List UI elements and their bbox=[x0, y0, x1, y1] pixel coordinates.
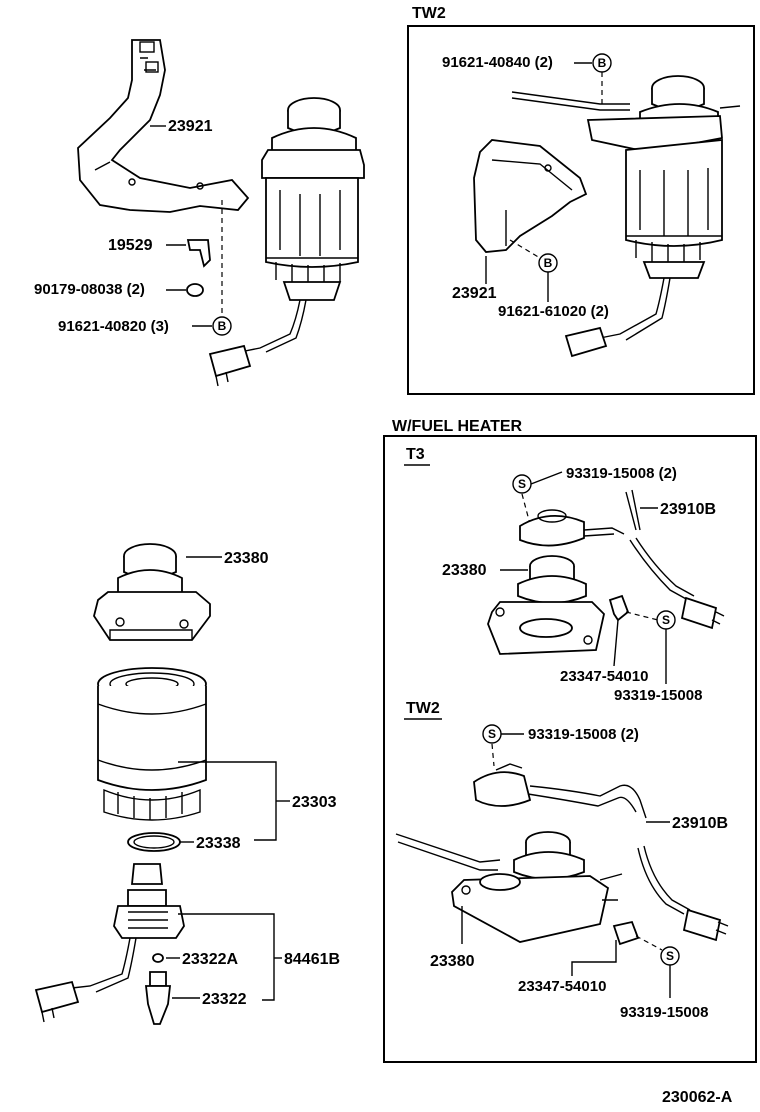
drain-plug-23322 bbox=[144, 971, 172, 1025]
label-23380: 23380 bbox=[224, 550, 269, 567]
label-tw2-91621-61020: 91621-61020 (2) bbox=[498, 303, 609, 320]
tw2h-s-symbol-bottom-text: S bbox=[666, 949, 674, 963]
filter-head-23380 bbox=[93, 543, 211, 641]
figure-code: 230062-A bbox=[662, 1089, 733, 1106]
leader-t3-23347 bbox=[613, 619, 619, 667]
heater-tw2 bbox=[473, 763, 729, 942]
bracket-84461B bbox=[178, 913, 275, 1001]
tw2-b-symbol-top-text: B bbox=[598, 56, 607, 70]
tw2h-s-symbol-top-text: S bbox=[488, 727, 496, 741]
filter-element-23303 bbox=[97, 667, 207, 821]
label-91621-40820: 91621-40820 (3) bbox=[58, 318, 169, 335]
label-tw2-91621-40840: 91621-40840 (2) bbox=[442, 54, 553, 71]
label-tw2h-93319-2: 93319-15008 (2) bbox=[528, 726, 639, 743]
label-23338: 23338 bbox=[196, 835, 241, 852]
fuel-heater-box bbox=[383, 435, 757, 1063]
label-t3-93319-2: 93319-15008 (2) bbox=[566, 465, 677, 482]
fuel-filter-assembly-tw2 bbox=[511, 75, 741, 358]
dash-line-t3-sensor bbox=[625, 611, 659, 621]
label-t3-93319: 93319-15008 bbox=[614, 687, 702, 704]
label-tw2h-23380: 23380 bbox=[430, 953, 475, 970]
t3-s-symbol-bottom-text: S bbox=[662, 613, 670, 627]
dash-line-tw2h-top bbox=[491, 743, 495, 767]
label-84461B: 84461B bbox=[284, 951, 340, 968]
section-tw2-heater-title: TW2 bbox=[406, 700, 440, 717]
label-t3-23347: 23347-54010 bbox=[560, 668, 648, 685]
leader-t3-93319-2 bbox=[530, 471, 563, 485]
label-tw2-23921: 23921 bbox=[452, 285, 497, 302]
tw2-b-symbol-mid-text: B bbox=[544, 256, 553, 270]
label-tw2h-23347: 23347-54010 bbox=[518, 978, 606, 995]
sensor-tw2h-23347 bbox=[612, 920, 640, 946]
sedimenter-84461B bbox=[34, 863, 185, 1023]
tw2-top-box bbox=[407, 25, 755, 395]
sensor-t3-23347 bbox=[608, 594, 630, 622]
o-ring-23322A bbox=[152, 953, 164, 963]
fuel-filter-assembly-top-left bbox=[208, 97, 365, 387]
label-tw2h-93319: 93319-15008 bbox=[620, 1004, 708, 1021]
label-23303: 23303 bbox=[292, 794, 337, 811]
section-t3-title: T3 bbox=[406, 446, 425, 463]
dash-line-tw2h-sensor bbox=[635, 935, 663, 951]
filter-head-tw2-heater bbox=[395, 831, 623, 943]
bracket-23921 bbox=[77, 39, 250, 213]
filter-head-t3 bbox=[487, 555, 605, 655]
label-23921: 23921 bbox=[168, 118, 213, 135]
bracket-tw2 bbox=[473, 139, 588, 253]
section-tw2-top-title: TW2 bbox=[412, 5, 446, 22]
dash-line-tw2-bracket bbox=[509, 239, 541, 259]
dash-line-t3-top bbox=[521, 493, 531, 525]
label-90179: 90179-08038 (2) bbox=[34, 281, 145, 298]
label-19529: 19529 bbox=[108, 237, 153, 254]
label-tw2h-23910B: 23910B bbox=[672, 815, 728, 832]
small-parts-left bbox=[186, 239, 211, 297]
label-23322: 23322 bbox=[202, 991, 247, 1008]
b-symbol-text: B bbox=[218, 319, 227, 333]
leader-tw2h-23347 bbox=[571, 940, 617, 976]
label-t3-23910B: 23910B bbox=[660, 501, 716, 518]
label-t3-23380: 23380 bbox=[442, 562, 487, 579]
heater-t3 bbox=[519, 489, 725, 630]
label-23322A: 23322A bbox=[182, 951, 238, 968]
section-fuel-heater-title: W/FUEL HEATER bbox=[392, 418, 523, 435]
t3-s-symbol-top-text: S bbox=[518, 477, 526, 491]
b-symbol-icon bbox=[212, 316, 232, 336]
